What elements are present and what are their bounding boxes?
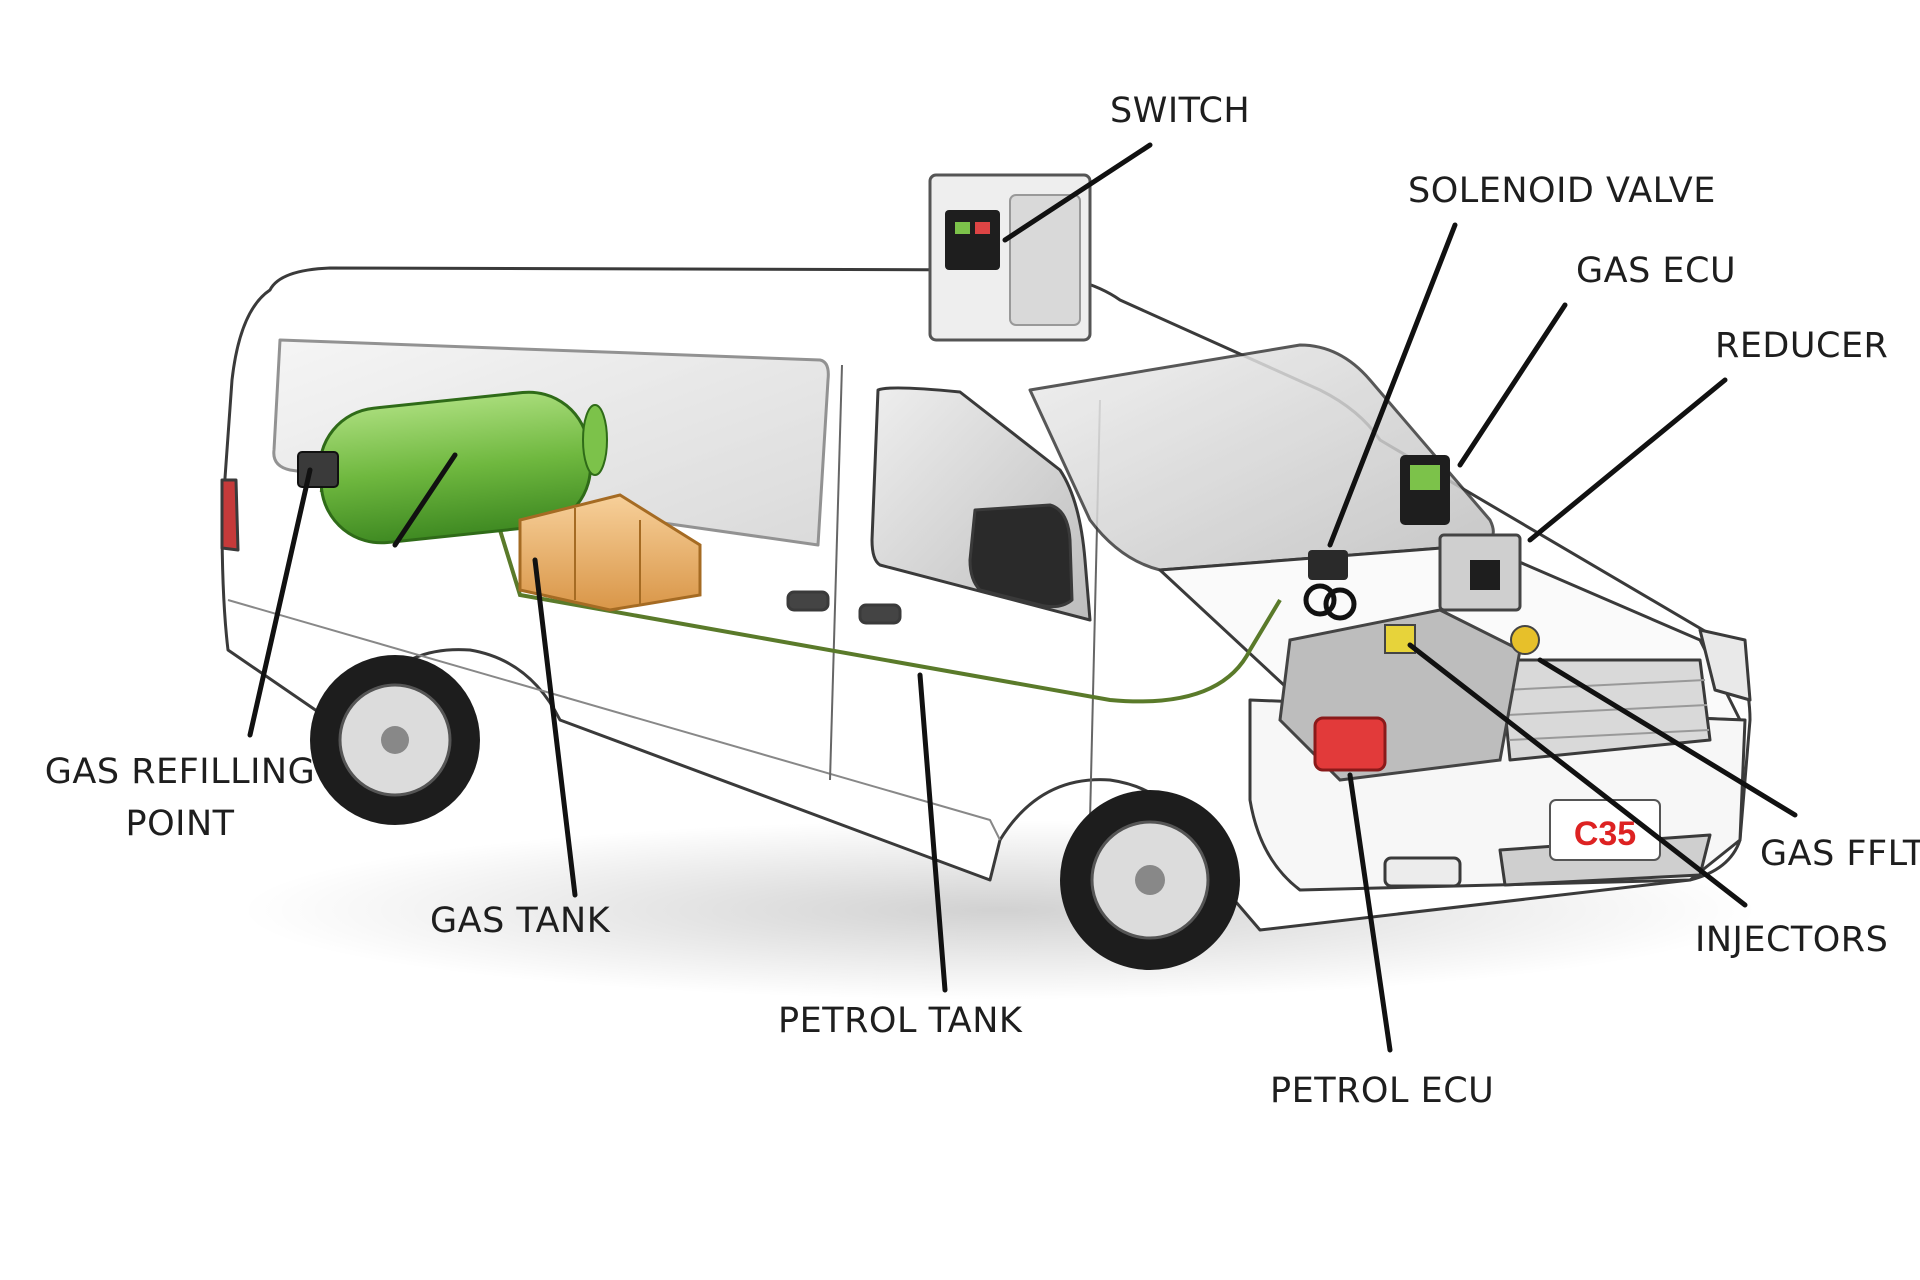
gas-refilling-point xyxy=(297,451,339,488)
petrol-tank xyxy=(518,493,702,612)
leader-solenoid xyxy=(1327,222,1458,548)
leader-reducer xyxy=(1527,377,1728,543)
leader-petrol-tank xyxy=(917,672,948,993)
gas-ecu xyxy=(1400,455,1450,525)
label-gas-filter: GAS FFLT xyxy=(1760,834,1920,874)
label-switch: SWITCH xyxy=(1110,91,1251,131)
label-gas-refilling-point-line2: POINT xyxy=(125,804,235,844)
label-gas-refilling-point: GAS REFILLING POINT xyxy=(35,746,325,850)
label-gas-refilling-point-line1: GAS REFILLING xyxy=(44,752,316,792)
label-solenoid-valve: SOLENOID VALVE xyxy=(1408,171,1716,211)
label-petrol-tank: PETROL TANK xyxy=(778,1001,1023,1041)
leader-injectors xyxy=(1407,642,1748,908)
solenoid-valve xyxy=(1303,550,1357,621)
leader-lines xyxy=(247,142,1798,1053)
leader-switch xyxy=(1002,142,1153,243)
petrol-ecu xyxy=(1313,716,1387,772)
label-petrol-ecu: PETROL ECU xyxy=(1270,1071,1495,1111)
leader-gas-tank xyxy=(532,557,578,898)
label-gas-ecu: GAS ECU xyxy=(1576,251,1737,291)
label-reducer: REDUCER xyxy=(1715,326,1889,366)
reducer xyxy=(1438,533,1522,612)
gas-tank xyxy=(318,390,608,545)
label-injectors: INJECTORS xyxy=(1695,920,1889,960)
switch-inset xyxy=(928,173,1092,342)
leader-refilling xyxy=(247,467,313,738)
leader-gas-tank-body xyxy=(392,452,458,548)
label-gas-tank: GAS TANK xyxy=(430,901,611,941)
leader-gas-filter xyxy=(1537,657,1798,818)
leader-gas-ecu xyxy=(1457,302,1568,468)
front-wheel xyxy=(1060,790,1240,970)
leader-petrol-ecu xyxy=(1347,772,1393,1053)
license-plate: C35 xyxy=(1549,799,1661,861)
license-plate-text: C35 xyxy=(1574,815,1636,853)
rear-wheel xyxy=(310,655,480,825)
